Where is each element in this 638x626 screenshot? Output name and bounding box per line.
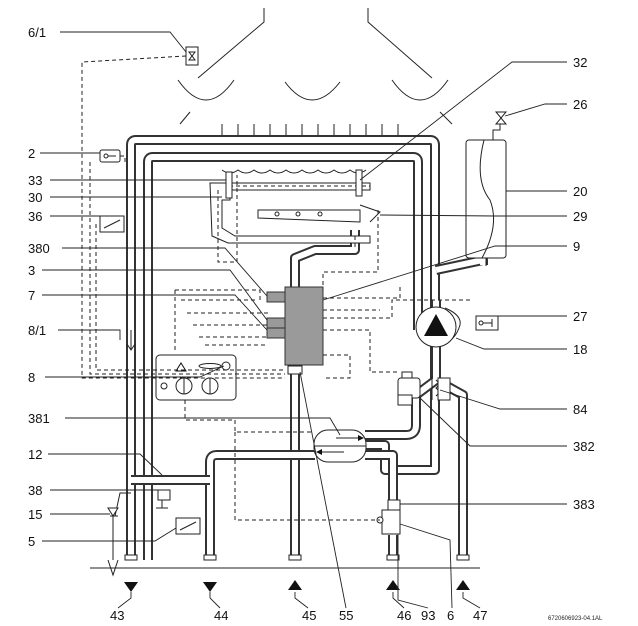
label-33: 33: [28, 173, 42, 188]
label-383: 383: [573, 497, 595, 512]
label-29: 29: [573, 209, 587, 224]
heating-pipes: [126, 135, 488, 560]
burner-assembly: [209, 169, 381, 244]
label-30: 30: [28, 190, 42, 205]
flow-direction-arrow-icon: [126, 330, 136, 351]
check-valve-icon: [188, 51, 196, 61]
label-32: 32: [573, 55, 587, 70]
label-20: 20: [573, 184, 587, 199]
label-46: 46: [397, 608, 411, 623]
label-6-1: 6/1: [28, 25, 46, 40]
three-way-valve: [397, 371, 451, 406]
label-380: 380: [28, 241, 50, 256]
label-38: 38: [28, 483, 42, 498]
figure-code: 6720606923-04.1AL: [548, 616, 603, 622]
up-arrow-46-icon: [386, 580, 400, 590]
sensor-parts-left: [99, 46, 201, 577]
connection-arrows: [90, 554, 480, 592]
label-382: 382: [573, 439, 595, 454]
label-27: 27: [573, 309, 587, 324]
label-3: 3: [28, 263, 35, 278]
label-8-1: 8/1: [28, 323, 46, 338]
label-381: 381: [28, 411, 50, 426]
flow-sensor: [376, 499, 401, 535]
label-47: 47: [473, 608, 487, 623]
label-55: 55: [339, 608, 353, 623]
pump: [415, 306, 499, 348]
up-arrow-47-icon: [456, 580, 470, 590]
down-arrow-44-icon: [203, 582, 217, 592]
label-45: 45: [302, 608, 316, 623]
gas-valve-block: [266, 286, 324, 375]
label-44: 44: [214, 608, 228, 623]
warning-triangle-icon: [175, 362, 187, 372]
expansion-vessel: [465, 111, 508, 266]
label-8: 8: [28, 370, 35, 385]
label-18: 18: [573, 342, 587, 357]
label-93: 93: [421, 608, 435, 623]
label-6: 6: [447, 608, 454, 623]
flue-hood: [177, 8, 453, 125]
pump-arrow-icon: [424, 314, 448, 336]
label-9: 9: [573, 239, 580, 254]
label-26: 26: [573, 97, 587, 112]
label-12: 12: [28, 447, 42, 462]
label-43: 43: [110, 608, 124, 623]
callout-labels: 6/1 2 33 30 36 380 3 7 8/1 8 381 12 38 1…: [28, 25, 603, 623]
label-36: 36: [28, 209, 42, 224]
label-84: 84: [573, 402, 587, 417]
label-5: 5: [28, 534, 35, 549]
down-arrow-43-icon: [124, 582, 138, 592]
plate-heat-exchanger: [313, 429, 367, 463]
heat-exchanger-fins: [221, 124, 399, 136]
label-15: 15: [28, 507, 42, 522]
label-7: 7: [28, 288, 35, 303]
leader-lines: [40, 31, 567, 609]
label-2: 2: [28, 146, 35, 161]
control-wiring: [81, 55, 470, 521]
up-arrow-45-icon: [288, 580, 302, 590]
